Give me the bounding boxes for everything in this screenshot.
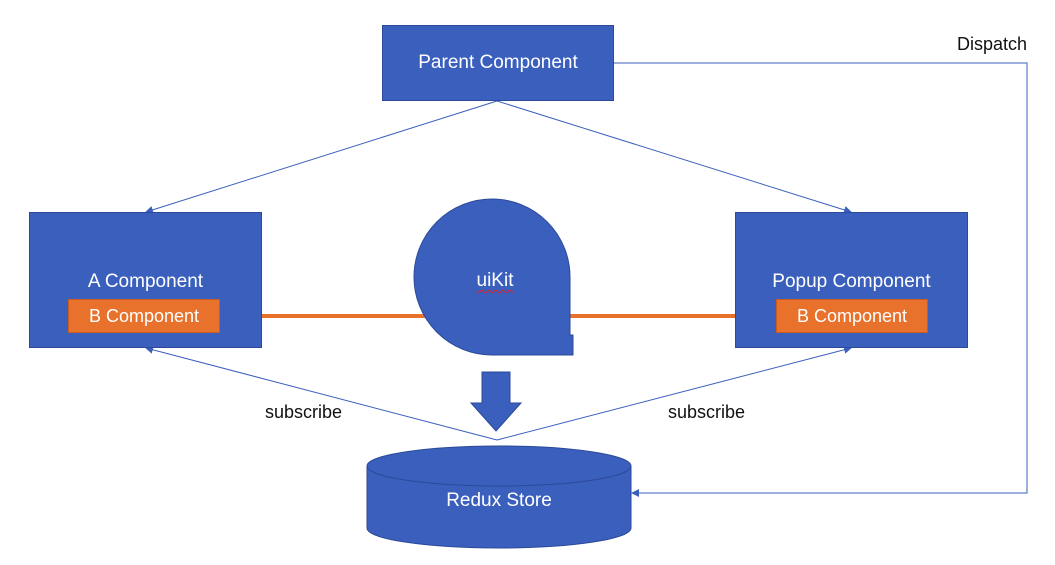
- edge-store-to-a: [145, 345, 498, 441]
- uikit-label: uiKit: [460, 270, 530, 292]
- edge-parent-to-popup: [496, 100, 852, 214]
- b-component-right-label: B Component: [796, 305, 908, 326]
- b-component-left-label: B Component: [88, 305, 200, 326]
- uikit-label-text: uiKit: [476, 270, 514, 291]
- redux-store-label: Redux Store: [446, 490, 552, 511]
- a-component-label: A Component: [87, 271, 204, 292]
- parent-component-label: Parent Component: [418, 52, 578, 73]
- a-component-node: A Component: [29, 212, 262, 348]
- subscribe-right-label: subscribe: [668, 402, 746, 422]
- subscribe-left-label: subscribe: [265, 402, 343, 422]
- down-arrow-icon: [469, 371, 523, 432]
- b-component-right-node: B Component: [776, 299, 928, 333]
- edge-parent-to-a: [145, 100, 498, 214]
- dispatch-label: Dispatch: [957, 34, 1028, 54]
- uikit-node-shape: [413, 198, 574, 356]
- redux-store-cylinder: [366, 445, 632, 549]
- edge-dispatch: [614, 62, 1028, 497]
- parent-component-node: Parent Component: [382, 25, 614, 101]
- b-component-left-node: B Component: [68, 299, 220, 333]
- edge-store-to-popup: [496, 345, 852, 441]
- popup-component-label: Popup Component: [772, 271, 931, 292]
- popup-component-node: Popup Component: [735, 212, 968, 348]
